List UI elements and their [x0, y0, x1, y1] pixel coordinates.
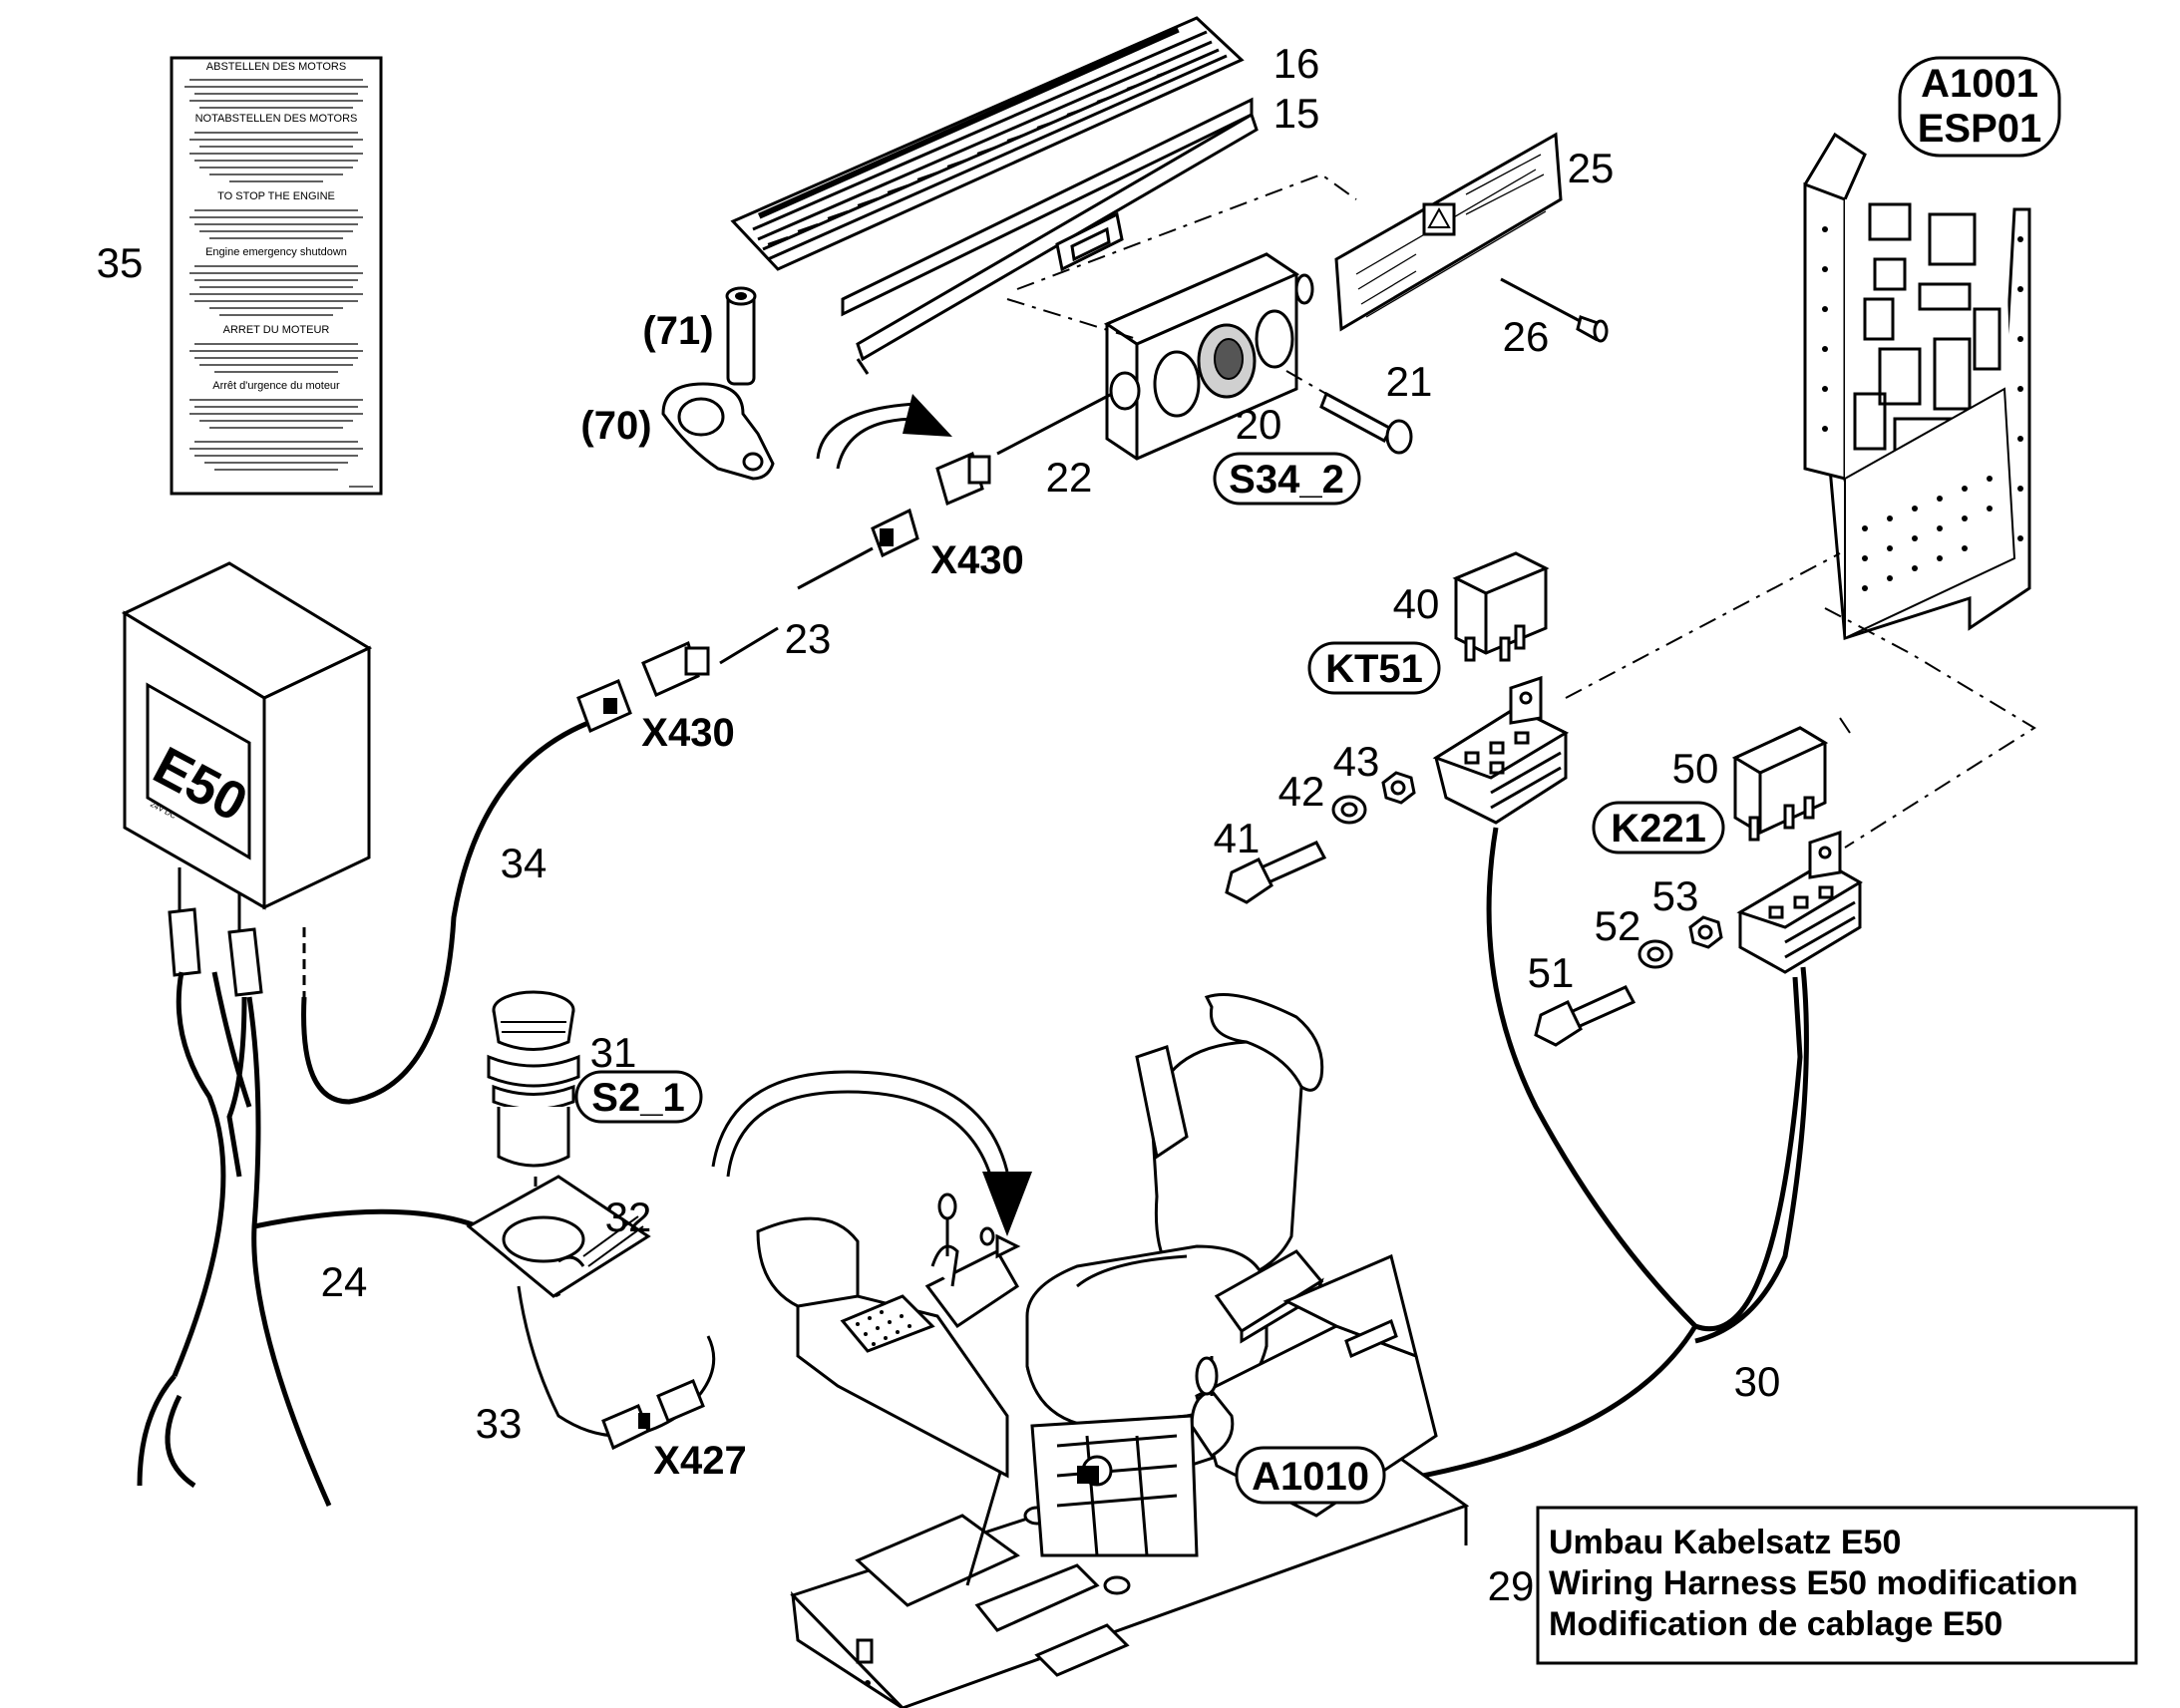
- dash-relay-1: [1565, 552, 1841, 699]
- part-number-15: 15: [1273, 90, 1320, 137]
- relay-socket-k221: [1736, 830, 1863, 974]
- part-number-20: 20: [1236, 401, 1282, 448]
- cable-33: [517, 1285, 716, 1451]
- part-number-35: 35: [97, 239, 144, 286]
- tag-x430-upper: X430: [930, 538, 1023, 582]
- decal-heading-4: Engine emergency shutdown: [205, 246, 347, 258]
- relay-k221: [1731, 726, 1829, 842]
- part-number-24: 24: [321, 1258, 368, 1305]
- part-number-52: 52: [1595, 902, 1641, 949]
- part-number-32: 32: [605, 1194, 652, 1240]
- dash-relay-2: [1824, 607, 2036, 849]
- operator-seat-console: [756, 993, 1470, 1708]
- legend-line-1: Umbau Kabelsatz E50: [1549, 1524, 1901, 1561]
- label-plate: [1334, 132, 1563, 332]
- switch-box: [1103, 252, 1314, 461]
- tag-a1010: A1010: [1252, 1455, 1369, 1499]
- washer-42: [1331, 795, 1367, 825]
- dash-upper-1: [1016, 172, 1357, 290]
- tag-a1001: A1001: [1921, 62, 2038, 106]
- bolt: [1319, 391, 1413, 455]
- tag-s34-2-callout: S34_2: [1213, 452, 1361, 506]
- relay-socket-kt51: [1432, 675, 1570, 825]
- tag-x430-lower: X430: [641, 711, 734, 755]
- control-unit-panel: [1803, 132, 2031, 641]
- harness-30: [1395, 827, 1803, 1484]
- bolt-51: [1534, 985, 1636, 1047]
- tag-esp01: ESP01: [1918, 107, 2042, 151]
- part-number-70: (70): [580, 404, 651, 448]
- part-number-25: 25: [1568, 145, 1615, 191]
- part-number-16: 16: [1273, 40, 1320, 87]
- part-number-50: 50: [1672, 745, 1719, 792]
- part-number-22: 22: [1046, 454, 1093, 501]
- part-number-42: 42: [1278, 768, 1325, 815]
- screw: [1500, 277, 1609, 343]
- cable-clamp: [661, 382, 775, 481]
- part-number-71: (71): [642, 309, 713, 353]
- relay-kt51: [1452, 551, 1550, 662]
- curved-arrow-lower: [711, 1070, 1032, 1236]
- legend-box: Umbau Kabelsatz E50 Wiring Harness E50 m…: [1536, 1506, 2138, 1665]
- decal-heading-2: NOTABSTELLEN DES MOTORS: [195, 113, 358, 125]
- harness-30-branch: [1694, 966, 1809, 1344]
- nut-53: [1688, 915, 1723, 949]
- tag-s34-2: S34_2: [1229, 458, 1344, 502]
- tag-x427: X427: [653, 1439, 746, 1483]
- legend-line-2: Wiring Harness E50 modification: [1549, 1564, 2078, 1602]
- e50-connectors: [137, 867, 561, 1508]
- bolt-41: [1225, 841, 1327, 904]
- tag-kt51: KT51: [1325, 647, 1423, 691]
- decal-heading-1: ABSTELLEN DES MOTORS: [206, 61, 346, 73]
- part-number-31: 31: [590, 1029, 637, 1076]
- cover-panel: [841, 97, 1259, 375]
- cable-34: [301, 679, 632, 1105]
- cable-22: [935, 392, 1113, 507]
- dash-upper-3: [1285, 370, 1327, 395]
- part-number-23: 23: [785, 615, 832, 662]
- tag-k221-callout: K221: [1592, 801, 1725, 854]
- tag-s2-1: S2_1: [591, 1076, 684, 1120]
- part-number-34: 34: [501, 840, 547, 886]
- decal-heading-5: ARRET DU MOTEUR: [223, 324, 330, 336]
- part-number-33: 33: [476, 1400, 523, 1447]
- part-number-43: 43: [1333, 738, 1380, 785]
- part-number-21: 21: [1386, 358, 1433, 405]
- cable-23: [641, 508, 919, 698]
- nut-43: [1381, 771, 1416, 805]
- part-number-53: 53: [1652, 872, 1699, 919]
- tag-kt51-callout: KT51: [1307, 641, 1441, 695]
- tag-s2-1-callout: S2_1: [574, 1070, 703, 1124]
- emergency-stop-decal: [466, 1175, 651, 1298]
- tag-a1010-callout: A1010: [1235, 1446, 1386, 1505]
- decal-heading-3: TO STOP THE ENGINE: [217, 190, 335, 202]
- part-number-26: 26: [1503, 313, 1550, 360]
- washer-52: [1637, 939, 1673, 969]
- tag-k221: K221: [1611, 807, 1706, 851]
- legend-line-3: Modification de cablage E50: [1549, 1605, 2002, 1643]
- e50-box: E50 24V DC: [121, 561, 373, 910]
- dash-relay-3: [1839, 717, 1851, 734]
- clamp-screw: [725, 286, 757, 386]
- curved-arrow-upper: [816, 394, 952, 470]
- emergency-stop-button: [487, 990, 580, 1168]
- part-number-40: 40: [1393, 580, 1440, 627]
- instruction-decal: ABSTELLEN DES MOTORS NOTABSTELLEN DES MO…: [170, 56, 383, 496]
- decal-heading-6: Arrêt d'urgence du moteur: [212, 380, 340, 392]
- floor-grille: [730, 16, 1245, 271]
- part-number-30: 30: [1734, 1358, 1781, 1405]
- tag-a1001-esp01: A1001 ESP01: [1898, 56, 2061, 158]
- part-number-41: 41: [1214, 815, 1261, 861]
- part-number-51: 51: [1528, 949, 1575, 996]
- part-number-29: 29: [1488, 1562, 1535, 1609]
